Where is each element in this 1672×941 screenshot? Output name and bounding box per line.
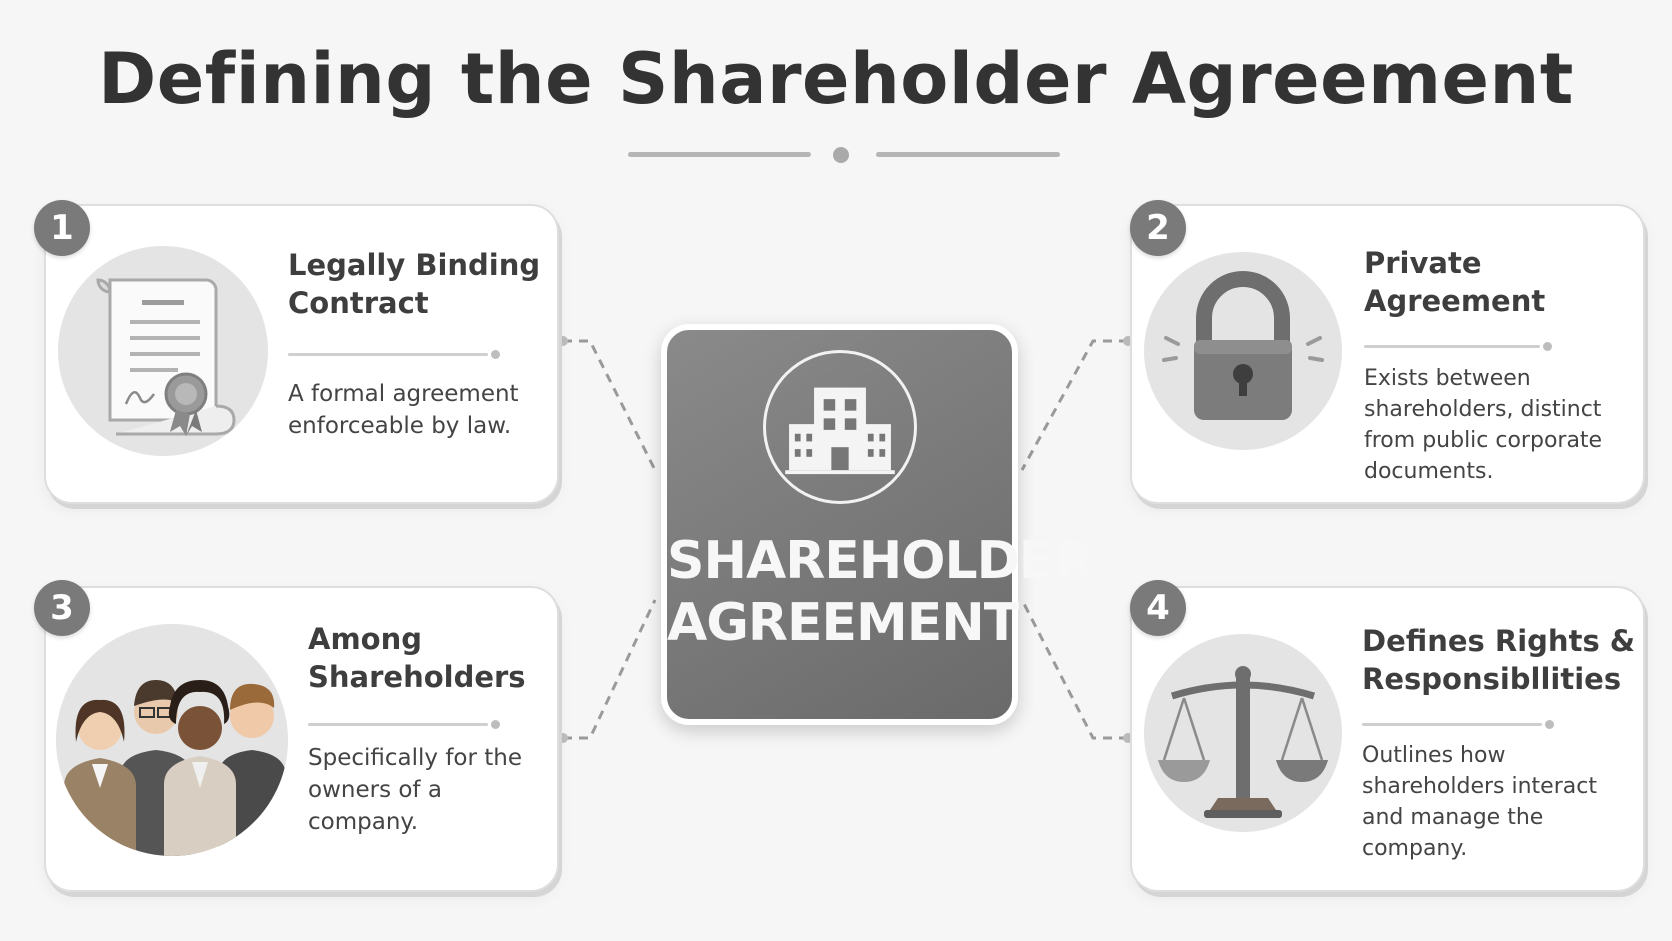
title-rule-right bbox=[876, 152, 1060, 157]
connector-4 bbox=[1020, 599, 1128, 740]
connector-1 bbox=[563, 339, 657, 471]
icon-circle bbox=[1144, 252, 1342, 450]
card-divider bbox=[308, 720, 500, 729]
step-badge-4: 4 bbox=[1130, 580, 1186, 636]
connector-3 bbox=[563, 599, 657, 740]
card-title: Defines Rights &Responsibllities bbox=[1362, 624, 1636, 696]
icon-circle bbox=[1144, 634, 1342, 832]
card-divider bbox=[288, 350, 500, 359]
page-title: Defining the Shareholder Agreement bbox=[98, 38, 1574, 120]
padlock-icon bbox=[1162, 271, 1324, 420]
title-rule-left bbox=[628, 152, 811, 157]
icon-circle bbox=[56, 624, 288, 856]
icon-circle bbox=[58, 246, 268, 456]
building-icon bbox=[785, 387, 895, 475]
step-badge-1: 1 bbox=[34, 200, 90, 256]
connector-2 bbox=[1020, 339, 1128, 471]
contract-scroll-icon bbox=[96, 278, 236, 436]
people-group-icon bbox=[64, 680, 286, 856]
scales-icon bbox=[1158, 666, 1328, 818]
center-icon-ring bbox=[763, 350, 917, 504]
card-defines-rights-responsibilities: Defines Rights &Responsibllities Outline… bbox=[1130, 586, 1645, 892]
card-divider bbox=[1362, 720, 1554, 729]
title-dot bbox=[833, 147, 849, 163]
step-badge-2: 2 bbox=[1130, 200, 1186, 256]
step-badge-3: 3 bbox=[34, 580, 90, 636]
card-divider bbox=[1364, 342, 1552, 351]
